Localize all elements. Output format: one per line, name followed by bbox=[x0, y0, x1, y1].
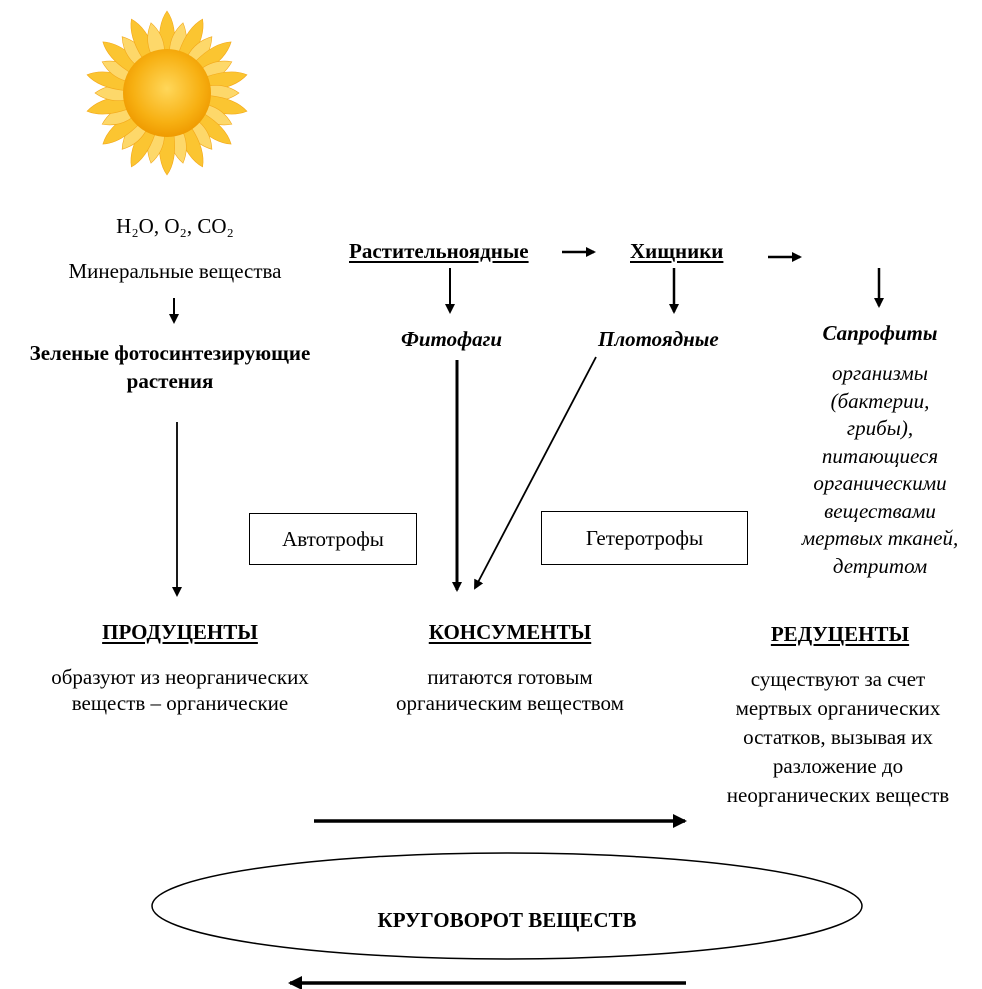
reducers-desc-line: существуют за счет bbox=[750, 667, 926, 691]
saprophytes-desc-line: мертвых тканей, bbox=[801, 526, 959, 550]
consumers-desc: питаются готовым органическим веществом bbox=[355, 664, 665, 716]
formula-h2o: H₂O bbox=[116, 214, 154, 238]
green-plants-label: Зеленые фотосинтезирующие растения bbox=[0, 340, 340, 394]
sun-ray bbox=[147, 22, 165, 54]
consumers-desc-line: питаются готовым bbox=[427, 665, 593, 689]
herbivores-label: Растительноядные bbox=[349, 239, 529, 263]
saprophytes-desc-line: веществами bbox=[824, 498, 936, 523]
saprophytes-desc-line: (бактерии, bbox=[830, 388, 930, 413]
arrow-carnivores-to-consumers bbox=[474, 356, 597, 590]
sun-icon bbox=[86, 10, 248, 176]
producers-title: ПРОДУЦЕНТЫ bbox=[102, 620, 258, 644]
carnivores-label: Плотоядные bbox=[598, 327, 719, 351]
saprophytes-desc-line: грибы), bbox=[846, 416, 914, 440]
consumers-title: КОНСУМЕНТЫ bbox=[428, 620, 592, 644]
reducers-desc: существуют за счет мертвых органических … bbox=[700, 665, 976, 810]
saprophytes-desc-line: детритом bbox=[832, 553, 928, 578]
predators-label: Хищники bbox=[630, 239, 724, 263]
saprophytes-block: Сапрофиты организмы (бактерии, грибы), п… bbox=[790, 320, 970, 580]
minerals-label: Минеральные вещества bbox=[68, 259, 282, 283]
saprophytes-desc-line: организмы bbox=[832, 361, 928, 385]
formula-co2: CO₂ bbox=[197, 214, 234, 238]
saprophytes-title: Сапрофиты bbox=[822, 321, 938, 345]
consumers-desc-line: органическим веществом bbox=[396, 691, 624, 715]
producers-desc: образуют из неорганических веществ – орг… bbox=[10, 664, 350, 716]
formula-o2: O₂ bbox=[164, 214, 187, 238]
green-plants-line1: Зеленые фотосинтезирующие bbox=[29, 341, 311, 365]
saprophytes-desc-line: органическими bbox=[813, 471, 947, 495]
reducers-title: РЕДУЦЕНТЫ bbox=[770, 622, 910, 646]
green-plants-line2: растения bbox=[126, 369, 214, 393]
saprophytes-desc-line: питающиеся bbox=[821, 443, 939, 468]
heterotrophs-box: Гетеротрофы bbox=[541, 511, 748, 565]
reducers-desc-line: мертвых органических bbox=[735, 696, 941, 720]
reducers-desc-line: неорганических веществ bbox=[726, 783, 950, 807]
reducers-desc-line: остатков, вызывая их bbox=[743, 725, 933, 749]
producers-desc-line: образуют из неорганических bbox=[51, 665, 309, 689]
cycle-label: КРУГОВОРОТ ВЕЩЕСТВ bbox=[377, 908, 637, 932]
saprophytes-desc: организмы (бактерии, грибы), питающиеся … bbox=[790, 360, 970, 580]
cycle-ellipse bbox=[151, 852, 863, 960]
producers-desc-line: веществ – органические bbox=[71, 691, 289, 715]
reducers-desc-line: разложение до bbox=[772, 754, 904, 778]
phytophages-label: Фитофаги bbox=[401, 327, 503, 351]
autotrophs-box: Автотрофы bbox=[249, 513, 417, 565]
chemical-formulas: H₂O, O₂, CO₂ bbox=[116, 214, 234, 238]
